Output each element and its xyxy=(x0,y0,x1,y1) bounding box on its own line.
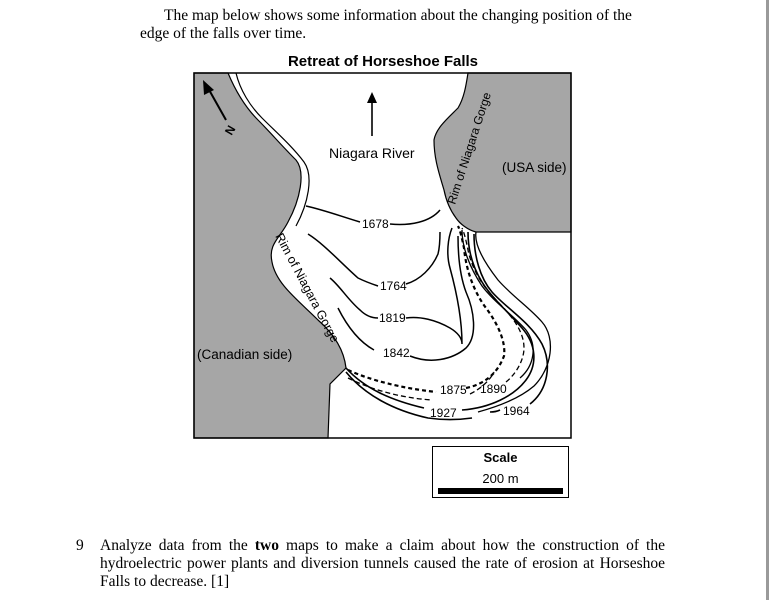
year-label-1842: 1842 xyxy=(383,346,410,360)
canadian-land xyxy=(193,72,347,439)
scale-bar xyxy=(438,488,563,494)
left-gorge-line xyxy=(235,72,310,227)
scale-legend: Scale 200 m xyxy=(432,446,569,498)
year-label-1964: 1964 xyxy=(503,404,530,418)
falls-line-1842 xyxy=(337,235,475,361)
falls-line-1764 xyxy=(307,231,441,287)
year-label-1678: 1678 xyxy=(362,217,389,231)
question-text: Analyze data from the two maps to make a… xyxy=(100,537,665,591)
canadian-side-label: (Canadian side) xyxy=(197,347,292,362)
intro-paragraph: The map below shows some information abo… xyxy=(140,7,640,43)
question-text-end: maps to make a claim about how the const… xyxy=(100,537,665,590)
scale-value: 200 m xyxy=(482,471,519,486)
falls-line-1819 xyxy=(329,227,463,345)
year-label-1764: 1764 xyxy=(380,279,407,293)
question-number: 9 xyxy=(76,537,84,554)
falls-line-1678 xyxy=(305,205,441,226)
question-text-start: Analyze data from the xyxy=(100,537,255,554)
intro-line-1: The map below shows some information abo… xyxy=(164,7,632,24)
usa-land xyxy=(433,72,572,233)
usa-side-label: (USA side) xyxy=(502,160,567,175)
question-emphasis: two xyxy=(254,537,279,554)
year-label-1819: 1819 xyxy=(379,311,406,325)
river-flow-arrow xyxy=(367,92,377,136)
falls-line-1890 xyxy=(347,227,525,401)
intro-line-2: edge of the falls over time. xyxy=(140,25,307,42)
year-label-1875: 1875 xyxy=(440,383,467,397)
year-label-1927: 1927 xyxy=(430,406,457,420)
falls-line-1964 xyxy=(345,233,549,421)
right-gorge-line-outer xyxy=(475,231,552,413)
scale-title: Scale xyxy=(483,450,518,465)
question-points: [1] xyxy=(211,573,230,590)
falls-line-1927 xyxy=(345,231,535,411)
river-label: Niagara River xyxy=(329,145,415,161)
map-frame xyxy=(193,72,572,439)
page-edge-scrollbar[interactable] xyxy=(766,0,769,600)
year-label-1890: 1890 xyxy=(480,382,507,396)
map-title: Retreat of Horseshoe Falls xyxy=(287,53,479,70)
falls-line-1875 xyxy=(347,225,506,394)
